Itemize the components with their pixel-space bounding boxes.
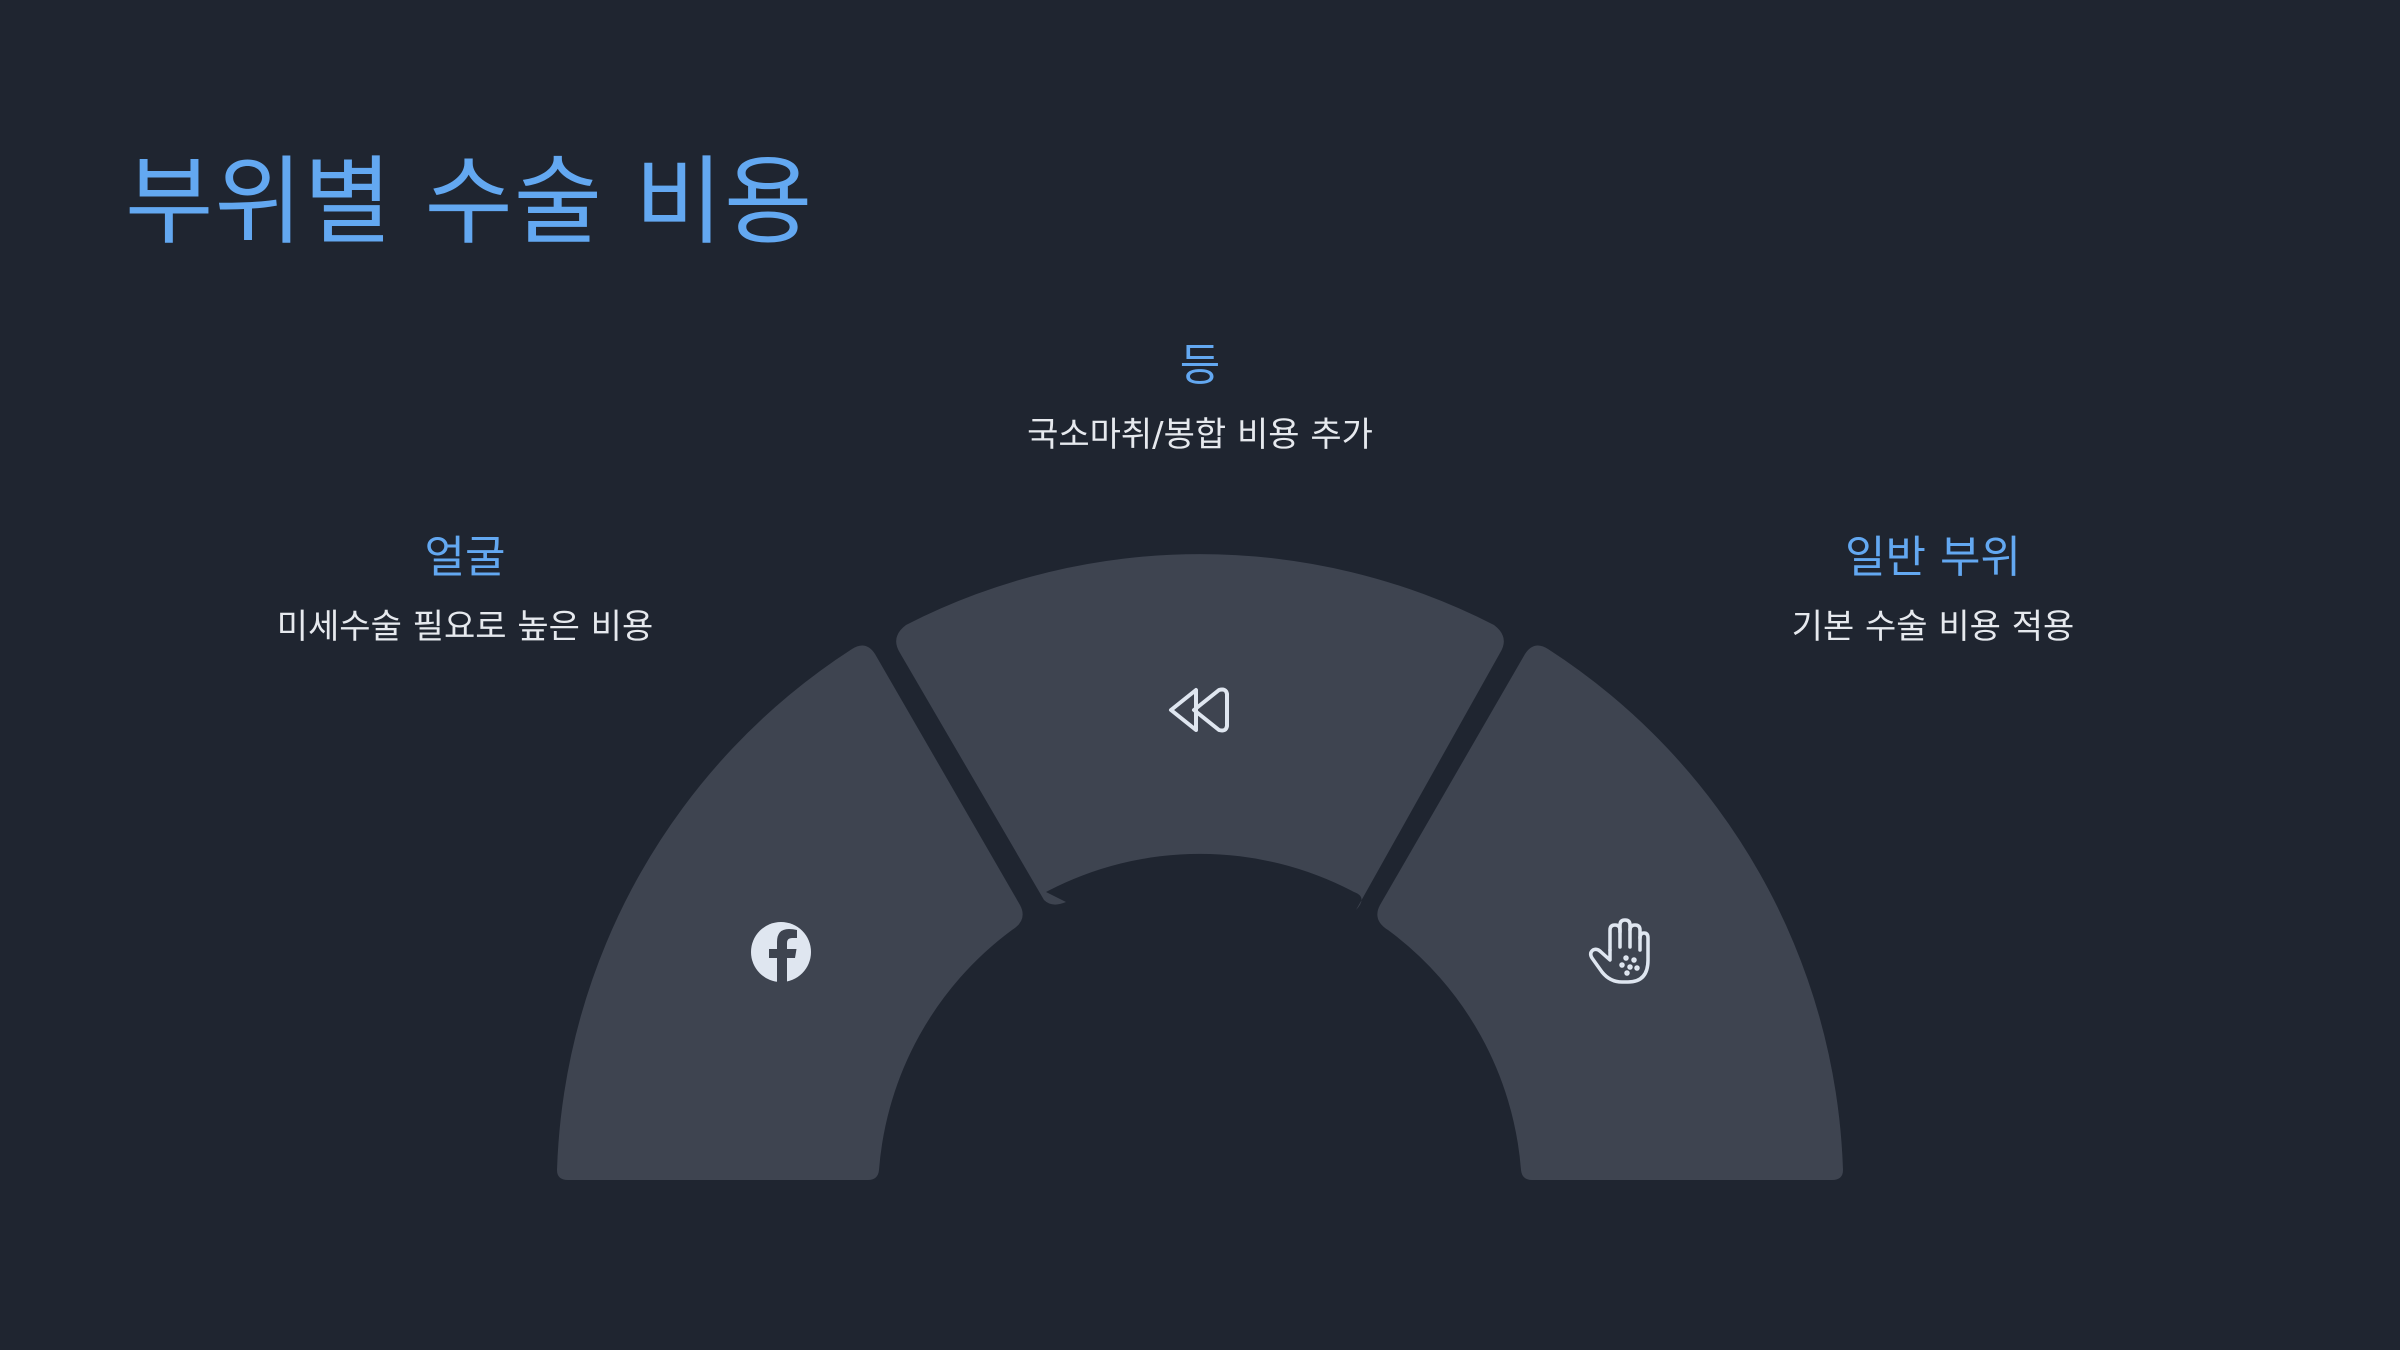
segment-back (896, 554, 1504, 910)
segment-face (557, 645, 1023, 1180)
label-back-description: 국소마취/봉합 비용 추가 (1027, 414, 1373, 455)
label-general-description: 기본 수술 비용 적용 (1791, 606, 2075, 647)
hand-icon (1588, 918, 1650, 984)
segment-general (1377, 645, 1843, 1180)
label-back-title: 등 (1179, 340, 1221, 391)
label-general: 일반 부위 기본 수술 비용 적용 (1792, 532, 2075, 648)
label-face-title: 얼굴 (424, 532, 506, 583)
page-title: 부위별 수술 비용 (125, 146, 814, 258)
label-back: 등 국소마취/봉합 비용 추가 (1027, 340, 1373, 456)
facebook-icon (751, 922, 811, 982)
rewind-icon (1169, 687, 1229, 733)
label-face: 얼굴 미세수술 필요로 높은 비용 (277, 532, 654, 648)
label-general-title: 일반 부위 (1845, 532, 2021, 583)
label-face-description: 미세수술 필요로 높은 비용 (276, 606, 654, 647)
